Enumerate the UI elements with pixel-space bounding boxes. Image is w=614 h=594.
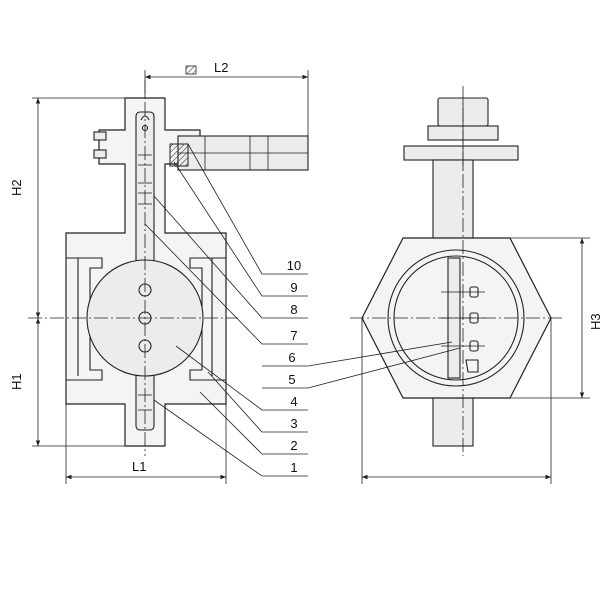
dimensions: L2 L1 H2 H1 H3 [9, 60, 603, 484]
callout-7: 7 [290, 328, 297, 343]
callout-9: 9 [290, 280, 297, 295]
callout-6: 6 [288, 350, 295, 365]
ear-upper [93, 131, 107, 141]
seat-ring-outer [387, 249, 525, 387]
callout-2: 2 [290, 438, 297, 453]
callout-labels: 1 2 3 4 5 6 7 8 9 10 [287, 258, 301, 475]
callout-leaders [144, 143, 461, 477]
front-view [28, 65, 309, 456]
side-view [350, 86, 562, 456]
leader-8 [153, 195, 308, 319]
leader-10 [187, 143, 308, 275]
callout-8: 8 [290, 302, 297, 317]
callout-4: 4 [290, 394, 297, 409]
leader-1 [153, 399, 308, 477]
leader-3 [207, 371, 308, 433]
neck-upper [432, 159, 474, 239]
bolt-lower [469, 340, 479, 352]
top-flange [403, 145, 519, 161]
h1-label: H1 [9, 373, 24, 390]
callout-5: 5 [288, 372, 295, 387]
thread-mark [185, 65, 197, 75]
ear-lower [93, 149, 107, 159]
leader-5 [262, 347, 461, 389]
disc-tab [465, 359, 479, 373]
h2-label: H2 [9, 179, 24, 196]
callout-10: 10 [287, 258, 301, 273]
leader-6 [262, 341, 453, 367]
callout-1: 1 [290, 460, 297, 475]
leader-2 [199, 391, 308, 455]
callout-3: 3 [290, 416, 297, 431]
leader-4 [175, 345, 308, 411]
h3-label: H3 [588, 313, 603, 330]
leader-7 [144, 223, 308, 345]
spring-part [169, 143, 189, 167]
l2-label: L2 [214, 60, 228, 75]
leader-9 [173, 161, 308, 297]
l1-label: L1 [132, 459, 146, 474]
neck-lower [432, 397, 474, 447]
body-inner-lines [77, 258, 213, 376]
bolt-upper [469, 286, 479, 298]
